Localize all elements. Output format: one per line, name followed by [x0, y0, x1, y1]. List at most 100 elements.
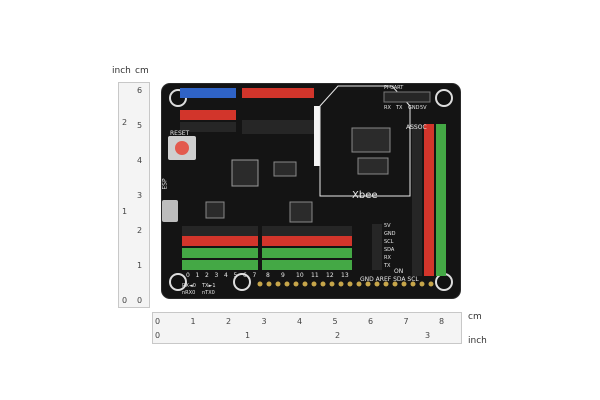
i2c-pin-label: 5V [384, 223, 391, 229]
digital-header-green-left [182, 248, 258, 258]
gold-pin [320, 281, 326, 287]
ruler-inch-tick-label: 2 [122, 118, 128, 127]
reset-button-cap [175, 141, 189, 155]
expansion-shield-board: Xbee ASSOC RESET ESP Pi-UART GND AREF SD… [162, 84, 460, 298]
gold-pin [311, 281, 317, 287]
bottom-right-pin-label: GND AREF SDA SCL [360, 276, 419, 283]
gold-pin [347, 281, 353, 287]
ruler-cm-tick-label: 0 [155, 317, 161, 326]
digital-pin-label: 5 [233, 272, 238, 279]
i2c-pin-label: GND [384, 231, 396, 237]
gold-pin [284, 281, 290, 287]
uart-pin-label: TX [396, 105, 403, 111]
digital-pin-label: 12 [326, 272, 334, 279]
right-header-green [436, 124, 446, 276]
ruler-cm-tick-label: 7 [403, 317, 409, 326]
gold-pin [356, 281, 362, 287]
digital-pin-label: 1 [195, 272, 200, 279]
uart-pin-label: RX [384, 105, 391, 111]
small-ic-chip [289, 201, 313, 223]
gold-pin [410, 281, 416, 287]
esp-label: ESP [161, 178, 169, 190]
i2c-header [372, 224, 382, 270]
ruler-cm-tick-label: 2 [226, 317, 232, 326]
gold-pin [329, 281, 335, 287]
pin-legend-label: RX◄0 [182, 283, 196, 289]
digital-pin-label: 2 [205, 272, 209, 279]
mounting-hole-top-right [435, 89, 453, 107]
digital-pin-label: 13 [341, 272, 349, 279]
analog-header-blue [180, 88, 236, 98]
ruler-inch-tick-label: 3 [425, 331, 431, 340]
ruler-cm-tick-label: 2 [137, 226, 143, 235]
digital-pin-label: 0 [186, 272, 190, 279]
pin-legend-label: nTX0 [202, 290, 215, 296]
digital-header-black-left [182, 226, 258, 236]
i2c-pin-label: SCL [384, 239, 394, 245]
digital-terminal-green-mid [262, 260, 352, 270]
ruler-cm-tick-label: 5 [137, 121, 143, 130]
gold-pin [266, 281, 272, 287]
pin-legend-label: nRX0 [182, 290, 196, 296]
usb-port [162, 200, 178, 222]
ruler-cm-tick-label: 0 [137, 296, 143, 305]
gold-pin [275, 281, 281, 287]
digital-header-green-mid [262, 248, 352, 258]
mounting-hole-bottom-right [435, 273, 453, 291]
ruler-inch-tick-label: 1 [245, 331, 251, 340]
analog-header-black [180, 122, 236, 132]
cm-unit-label-left: cm [135, 66, 149, 76]
xbee-chip-top [351, 127, 391, 153]
gold-pin [302, 281, 308, 287]
gold-pin [401, 281, 407, 287]
right-header-black [412, 124, 422, 276]
digital-header-red-mid [262, 236, 352, 246]
uart-label: Pi-UART [384, 85, 404, 91]
gold-pin [365, 281, 371, 287]
cm-unit-label-bottom: cm [468, 312, 482, 322]
digital-pin-label: 10 [296, 272, 304, 279]
ruler-inch-tick-label: 0 [122, 296, 128, 305]
ruler-cm-tick-label: 3 [261, 317, 267, 326]
ruler-inch-tick-label: 1 [122, 207, 128, 216]
ruler-inch-tick-label: 0 [155, 331, 161, 340]
ruler-cm-tick-label: 6 [137, 86, 143, 95]
ruler-cm-tick-label: 5 [332, 317, 338, 326]
gold-pin [374, 281, 380, 287]
microcontroller-chip [231, 159, 259, 187]
gold-pin [293, 281, 299, 287]
ruler-inch-tick-label: 2 [335, 331, 341, 340]
inch-unit-label-left: inch [112, 66, 131, 76]
gold-pin [338, 281, 344, 287]
i2c-pin-label: RX [384, 255, 391, 261]
xbee-chip-bottom [357, 157, 389, 175]
board-graphics [162, 85, 453, 291]
gold-pin [428, 281, 434, 287]
digital-pin-label: 6 [243, 272, 247, 279]
ruler-cm-tick-label: 3 [137, 191, 143, 200]
on-led-label: ON [394, 268, 404, 275]
right-header-red [424, 124, 434, 276]
power-header-black [242, 120, 314, 134]
power-header-red [242, 88, 314, 98]
crystal-component [205, 201, 225, 219]
bottom-gold-pin-row [257, 281, 434, 287]
digital-terminal-green-left [182, 260, 258, 270]
uart-pin-label: GND [408, 105, 420, 111]
i2c-pin-label: SDA [384, 247, 395, 253]
digital-header-black-mid [262, 226, 352, 236]
gold-pin [257, 281, 263, 287]
mounting-hole-bottom-left [169, 273, 187, 291]
ruler-cm-tick-label: 8 [439, 317, 445, 326]
inch-unit-label-bottom: inch [468, 336, 487, 346]
assoc-label: ASSOC [406, 124, 427, 131]
digital-pin-label: 8 [266, 272, 270, 279]
ruler-cm-tick-label: 6 [368, 317, 374, 326]
regulator-chip [273, 161, 297, 177]
mounting-hole-bottom-mid [233, 273, 251, 291]
uart-header [383, 91, 431, 103]
digital-header-red-left [182, 236, 258, 246]
gold-pin [383, 281, 389, 287]
